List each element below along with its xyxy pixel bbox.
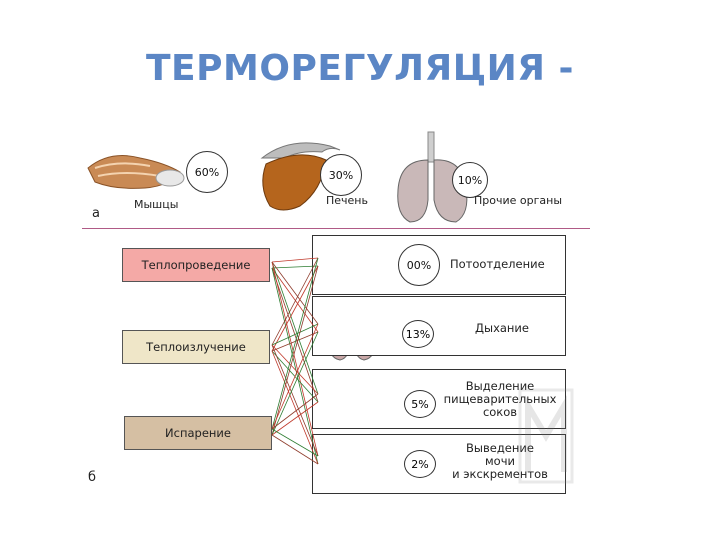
excretion-label: Выведение мочи и экскрементов: [452, 441, 548, 481]
liver-percent: 30%: [320, 154, 362, 196]
connection-line: [271, 267, 319, 465]
connection-line: [271, 331, 319, 352]
connection-line: [271, 257, 319, 263]
liver-label: Печень: [326, 194, 368, 207]
connection-line: [271, 401, 319, 436]
source-evaporation: Испарение: [124, 416, 272, 450]
respiration-percent: 13%: [402, 320, 434, 348]
target-digestive-secretion: [312, 369, 566, 429]
respiration-label: Дыхание: [475, 321, 529, 335]
muscle-percent: 60%: [186, 151, 228, 193]
source-heat-radiation: Теплоизлучение: [122, 330, 270, 364]
digestive-percent: 5%: [404, 390, 436, 418]
target-respiration: [312, 296, 566, 356]
connection-line: [271, 323, 319, 430]
muscle-label: Мышцы: [134, 198, 179, 211]
connection-line: [271, 323, 319, 346]
connection-line: [271, 265, 319, 436]
connection-line: [271, 265, 319, 269]
panel-b-letter: б: [88, 470, 97, 485]
panel-divider: [82, 228, 590, 229]
watermark-logo: [518, 388, 574, 484]
connection-line: [271, 261, 319, 395]
digestive-label: Выделение пищеварительных соков: [443, 379, 557, 419]
connection-line: [271, 344, 319, 457]
connection-line: [271, 257, 319, 430]
connection-line: [271, 331, 319, 436]
connection-line: [271, 267, 319, 333]
connection-line: [271, 350, 319, 465]
muscle-icon: [87, 155, 185, 189]
other-organs-percent: 10%: [452, 162, 488, 198]
page-title: ТЕРМОРЕГУЛЯЦИЯ -: [146, 48, 574, 89]
source-heat-conduction: Теплопроведение: [122, 248, 270, 282]
connection-line: [271, 261, 319, 457]
connection-line: [271, 393, 319, 430]
connection-line: [271, 428, 319, 457]
other-organs-label: Прочие органы: [474, 194, 563, 207]
connection-line: [271, 257, 319, 346]
sweating-percent: 00%: [398, 244, 440, 286]
excretion-percent: 2%: [404, 450, 436, 478]
connection-line: [271, 434, 319, 465]
panel-a-letter: а: [92, 206, 100, 221]
connection-line: [271, 261, 319, 325]
liver-icon: [260, 142, 341, 211]
connection-line: [271, 344, 319, 395]
target-excretion: [312, 434, 566, 494]
connection-line: [271, 265, 319, 352]
sweating-label: Потоотделение: [450, 257, 545, 271]
connection-line: [271, 267, 319, 403]
